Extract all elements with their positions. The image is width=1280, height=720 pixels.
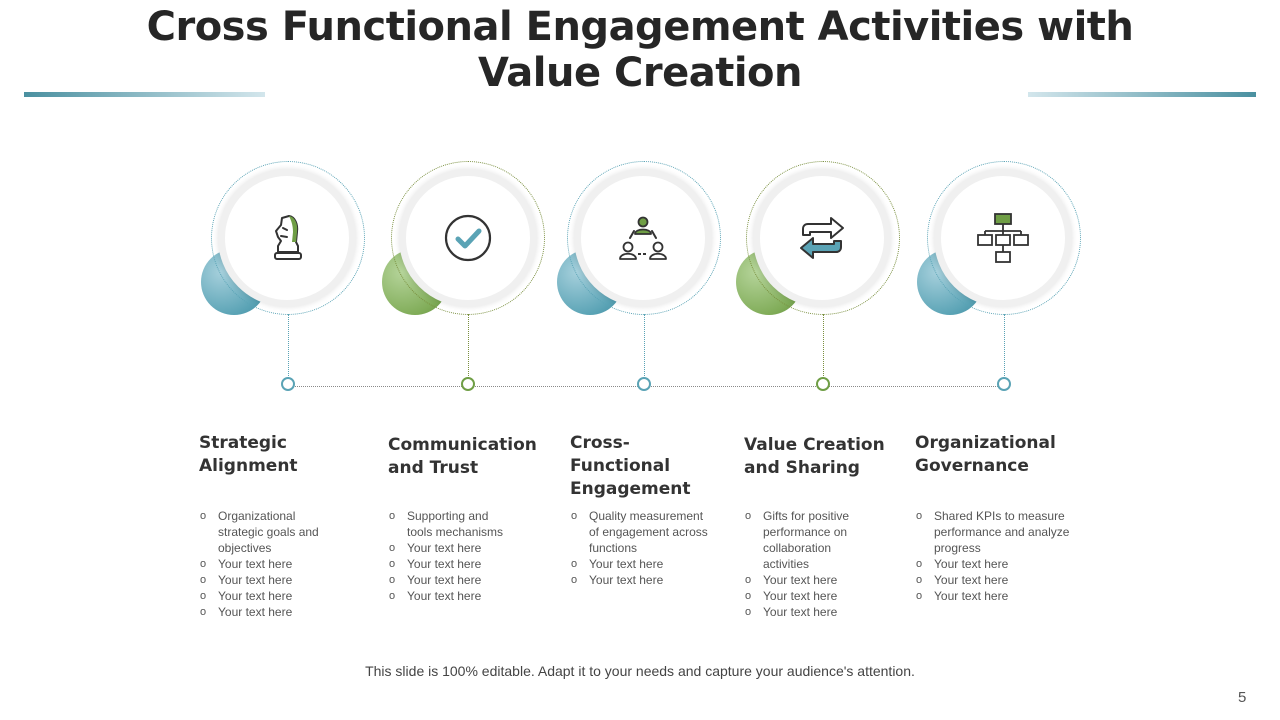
step-5-node [997,377,1011,391]
step-5-title: Organizational Governance [915,433,1056,476]
list-item: Organizational strategic goals and objec… [200,508,320,556]
list-item: Your text here [916,556,1086,572]
step-2-node [461,377,475,391]
title-accent-bar-left [24,92,265,97]
step-1-node [281,377,295,391]
list-item: Your text here [571,572,711,588]
list-item: Your text here [745,604,870,620]
step-3-title: Cross-Functional Engagement [570,433,691,499]
list-item: Your text here [200,604,320,620]
step-3-node [637,377,651,391]
step-3-list: Quality measurement of engagement across… [571,508,711,588]
step-2-icon-circle [399,169,537,307]
list-item: Your text here [571,556,711,572]
step-1-connector [288,314,289,378]
list-item: Gifts for positive performance on collab… [745,508,870,572]
list-item: Your text here [916,588,1086,604]
list-item: Your text here [745,572,870,588]
step-2-list: Supporting and tools mechanisms Your tex… [389,508,507,604]
step-2-title: Communication and Trust [388,435,537,478]
list-item: Your text here [200,588,320,604]
list-item: Your text here [745,588,870,604]
step-5-icon-circle [934,169,1072,307]
step-2-connector [468,314,469,378]
list-item: Your text here [200,572,320,588]
step-4-node [816,377,830,391]
list-item: Your text here [389,572,507,588]
step-4-title: Value Creation and Sharing [744,435,885,478]
step-4-icon-circle [753,169,891,307]
check-circle-icon [444,214,492,262]
list-item: Your text here [389,556,507,572]
step-5-list: Shared KPIs to measure performance and a… [916,508,1086,604]
page-number: 5 [1238,689,1247,706]
list-item: Shared KPIs to measure performance and a… [916,508,1086,556]
chess-knight-icon [274,215,302,260]
exchange-arrows-icon [800,217,844,259]
step-3-icon-circle [574,169,712,307]
step-4-list: Gifts for positive performance on collab… [745,508,870,620]
page-title: Cross Functional Engagement Activities w… [146,4,1134,96]
list-item: Quality measurement of engagement across… [571,508,711,556]
list-item: Your text here [389,540,507,556]
step-3-connector [644,314,645,378]
org-chart-icon [977,213,1029,263]
step-5-connector [1004,314,1005,378]
list-item: Your text here [200,556,320,572]
step-4-connector [823,314,824,378]
step-1-list: Organizational strategic goals and objec… [200,508,320,620]
step-1-title: Strategic Alignment [199,433,298,476]
team-network-icon [619,216,667,260]
footer-note: This slide is 100% editable. Adapt it to… [365,663,915,679]
list-item: Supporting and tools mechanisms [389,508,507,540]
list-item: Your text here [389,588,507,604]
title-accent-bar-right [1028,92,1256,97]
step-1-icon-circle [218,169,356,307]
list-item: Your text here [916,572,1086,588]
